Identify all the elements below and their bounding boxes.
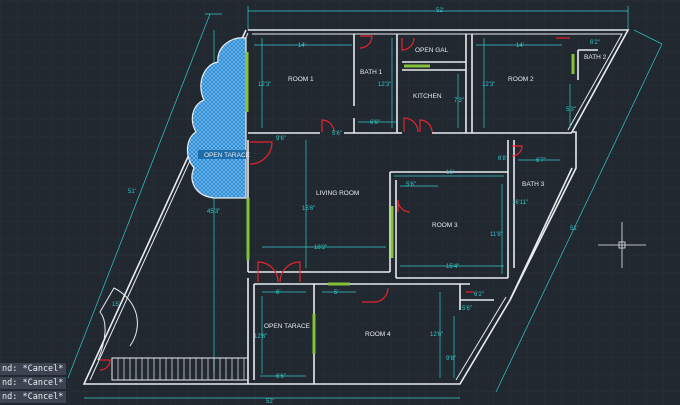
open-tarace-pool: OPEN TARACE <box>186 37 251 199</box>
doors <box>99 35 570 371</box>
dim-living-width: 18'2" <box>314 245 327 251</box>
label-kitchen: KITCHEN <box>413 93 442 100</box>
dim-left-height: 45'3" <box>207 209 220 215</box>
label-open-tarace-top: OPEN TARACE <box>204 152 251 159</box>
dim-kitchen-height: 7'3" <box>454 98 464 104</box>
crosshair-cursor-icon <box>598 222 646 268</box>
dim-bath2-width: 6'2" <box>590 40 600 46</box>
dim-room2-width: 14' <box>516 43 524 49</box>
dim-room4-height: 12'6" <box>430 332 443 338</box>
dim-room4-bottom-right: 9'8" <box>446 356 456 362</box>
room-labels: ROOM 1 BATH 1 OPEN GAL KITCHEN ROOM 2 BA… <box>264 47 607 338</box>
dim-overall-bottom: 52' <box>266 399 274 405</box>
label-bath-1: BATH 1 <box>360 69 383 76</box>
dim-bath3-left: 6'8" <box>498 156 508 162</box>
command-line-2: nd: *Cancel* <box>0 377 66 389</box>
dim-room4-right: 6'2" <box>474 292 484 298</box>
label-room-1: ROOM 1 <box>288 76 314 83</box>
dim-room3-top: 16' <box>446 170 454 176</box>
dim-room2-right: 5'3" <box>566 107 576 113</box>
interior-walls <box>247 34 598 384</box>
dim-right-slant: 51' <box>570 226 578 232</box>
dim-room3-width: 15'4" <box>446 264 459 270</box>
dim-stair: 15' <box>112 302 120 308</box>
dim-room1-width: 14' <box>298 43 306 49</box>
dim-room2-height: 12'3" <box>482 82 495 88</box>
dim-living-top: 9'6" <box>276 136 286 142</box>
dim-bath3-top: 6'7" <box>536 158 546 164</box>
dim-otarace-bottom: 6'6" <box>276 374 286 380</box>
dim-bath3-height: 16'11" <box>512 200 528 206</box>
dim-room1-height: 12'3" <box>258 82 271 88</box>
dim-room4-top: 5' <box>334 290 338 296</box>
label-bath-3: BATH 3 <box>522 181 545 188</box>
dim-left-slant: 51' <box>128 189 136 195</box>
dim-room3-side: 5'6" <box>406 182 416 188</box>
label-room-3: ROOM 3 <box>432 222 458 229</box>
label-room-4: ROOM 4 <box>365 331 391 338</box>
label-living-room: LIVING ROOM <box>316 190 359 197</box>
command-line-1: nd: *Cancel* <box>0 363 66 375</box>
windows <box>245 52 575 354</box>
dim-bath1-height: 12'3" <box>378 82 391 88</box>
dim-living-height: 15'6" <box>302 206 315 212</box>
dim-room4-right2: 5'6" <box>462 306 472 312</box>
label-bath-2: BATH 2 <box>584 54 607 61</box>
dim-room3-height: 11'8" <box>490 232 503 238</box>
command-line-3: nd: *Cancel* <box>0 391 66 403</box>
label-open-tarace-bottom: OPEN TARACE <box>264 323 311 330</box>
stairs: 15' <box>97 287 249 381</box>
dim-room1-door-gap: 5'6" <box>332 131 342 137</box>
dim-bath1-width: 6'6" <box>370 120 380 126</box>
dim-otarace-width: 6' <box>276 290 280 296</box>
dim-overall-top: 52' <box>436 8 444 14</box>
label-room-2: ROOM 2 <box>508 76 534 83</box>
command-history-panel[interactable]: nd: *Cancel* nd: *Cancel* nd: *Cancel* <box>0 363 66 405</box>
dim-otarace-height: 12'6" <box>254 334 267 340</box>
interior-dimensions: 14' 12'3" 12'3" 6'6" 5'6" 14' 12'3" 6'2"… <box>254 38 600 380</box>
label-open-gal: OPEN GAL <box>415 47 449 54</box>
